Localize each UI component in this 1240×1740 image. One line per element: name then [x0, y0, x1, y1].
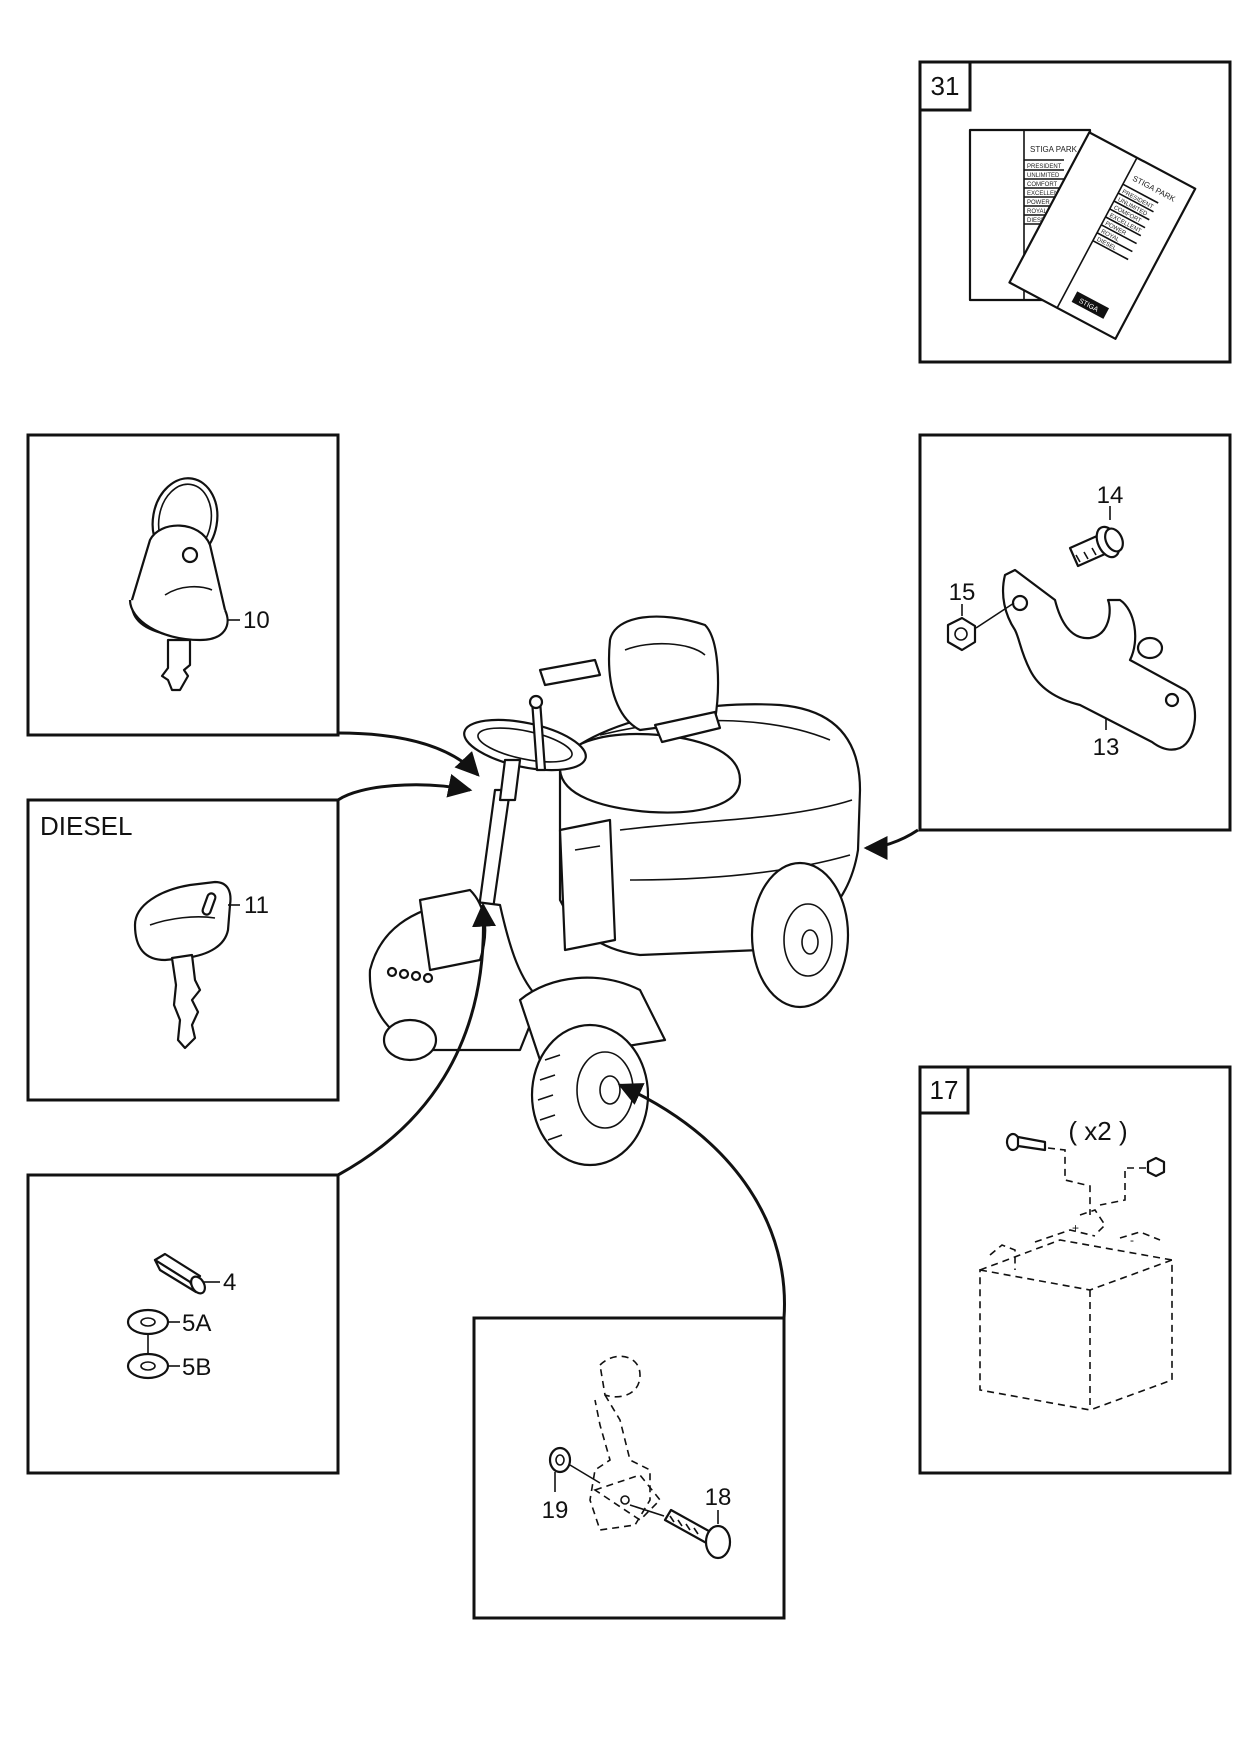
bracket-callout: 13: [1093, 734, 1120, 761]
battery-box: [918, 1065, 1232, 1475]
pin-washers-box: [26, 1173, 340, 1475]
washer-a-callout: 5A: [182, 1310, 211, 1337]
diesel-key-icon: [133, 880, 232, 1050]
manual-back-model-rule-1: [1113, 200, 1150, 221]
battery-box-label-frame: [918, 1065, 970, 1115]
manual-front-model-6: DIESEL: [1027, 218, 1049, 224]
pedal-washer-callout: 19: [542, 1497, 569, 1524]
svg-text:+: +: [1072, 1221, 1079, 1235]
diesel-key-box: [26, 798, 340, 1102]
diesel-key-callout: 11: [244, 892, 269, 919]
battery-nut: [1146, 1156, 1166, 1178]
manual-front-model-4: POWER: [1027, 200, 1050, 206]
manual-front-model-5: ROYAL: [1027, 209, 1048, 215]
pin-part: [153, 1252, 206, 1295]
battery-quantity: ( x2 ): [1068, 1116, 1127, 1146]
svg-text:-: -: [1130, 1233, 1134, 1247]
bracket-bolt: [1068, 525, 1124, 568]
manual-front-model-1: UNLIMITED: [1027, 173, 1060, 179]
manual-front-model-0: PRESIDENT: [1027, 164, 1062, 170]
manual-back-model-rule-3: [1105, 216, 1142, 237]
battery-box-label: 17: [930, 1075, 959, 1105]
arrow-ignition-key: [337, 731, 480, 777]
ignition-key-icon: [128, 477, 229, 692]
pedal-washer: [548, 1446, 572, 1474]
bracket-nut: [946, 616, 977, 652]
ignition-key-box: [26, 433, 340, 737]
pedal-bolt: [663, 1508, 732, 1560]
manual-front-title: STIGA PARK: [1030, 145, 1078, 154]
washer-a: [126, 1308, 170, 1336]
diesel-key-panel: DIESEL 11: [26, 798, 340, 1102]
manuals-box: [918, 60, 1232, 364]
pedal-box: [472, 1316, 786, 1620]
manuals-box-label: 31: [931, 71, 960, 101]
pin-callout: 4: [223, 1269, 236, 1296]
manual-back-model-rule-4: [1100, 224, 1137, 245]
bracket-bolt-callout: 14: [1097, 482, 1124, 509]
manual-back-model-rule-5: [1096, 232, 1133, 253]
manuals-panel: 31 STIGA PARK PRESIDENT UNLIMITED COMFORT E…: [918, 60, 1232, 364]
bracket-box: [918, 433, 1232, 832]
bracket-plate: [1001, 568, 1197, 751]
pedal-bolt-callout: 18: [705, 1484, 732, 1511]
manual-front-model-3: EXCELLENT: [1027, 191, 1062, 197]
ignition-key-panel: 10: [26, 433, 340, 737]
ignition-key-callout: 10: [243, 607, 270, 634]
battery-icon: + -: [979, 1209, 1173, 1411]
arrow-pedal: [617, 1083, 786, 1319]
arrow-bracket: [863, 828, 919, 860]
pedal-part: [589, 1355, 662, 1531]
manual-back-model-rule-6: [1092, 240, 1129, 261]
diesel-key-heading: DIESEL: [40, 811, 133, 841]
washer-b-callout: 5B: [182, 1354, 211, 1381]
battery-panel: 17 ( x2 ) + -: [918, 1065, 1232, 1475]
washer-b: [126, 1352, 170, 1380]
leader-arrows: [337, 731, 919, 1319]
ride-on-mower-icon: [368, 615, 862, 1167]
bracket-nut-callout: 15: [949, 579, 976, 606]
manual-back: STIGA PARK PRESIDENT UNLIMITED COMFORT EXCE…: [1008, 131, 1197, 340]
bracket-panel: 14 13 15: [918, 433, 1232, 832]
manual-back-model-rule-0: [1117, 192, 1154, 213]
pin-washers-panel: 4 5A 5B: [26, 1173, 340, 1475]
manuals-box-label-frame: [918, 60, 972, 112]
arrow-pin-washers: [337, 902, 497, 1177]
manual-back-model-rule-2: [1109, 208, 1146, 229]
pedal-panel: 19 18: [472, 1316, 786, 1620]
battery-bolt: [1005, 1132, 1047, 1152]
manual-front-model-2: COMFORT: [1027, 182, 1058, 188]
arrow-diesel-key: [337, 774, 473, 802]
